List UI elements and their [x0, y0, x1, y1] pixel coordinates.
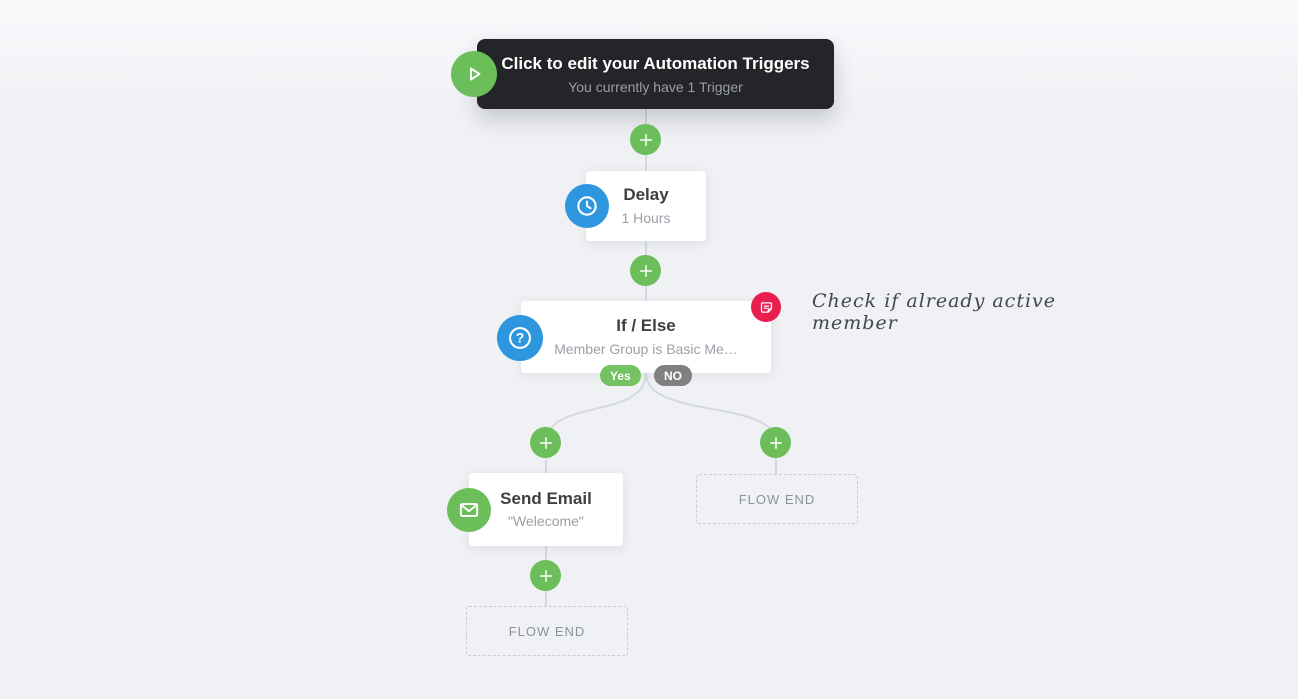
plus-icon — [769, 436, 782, 449]
clock-icon — [565, 184, 609, 228]
note-icon — [760, 301, 772, 313]
delay-node[interactable]: Delay 1 Hours — [586, 171, 706, 241]
flow-end-right-label: FLOW END — [738, 491, 816, 507]
trigger-banner[interactable]: Click to edit your Automation Triggers Y… — [477, 39, 834, 109]
question-icon: ? — [497, 315, 543, 361]
flow-end-right: FLOW END — [696, 474, 858, 524]
add-step-after-trigger-button[interactable] — [630, 124, 661, 155]
send-email-node[interactable]: Send Email "Welecome" — [469, 473, 623, 546]
plus-icon — [539, 436, 552, 449]
delay-subtitle: 1 Hours — [621, 209, 671, 226]
svg-text:?: ? — [516, 330, 525, 346]
flow-end-bottom: FLOW END — [466, 606, 628, 656]
yes-branch-badge: Yes — [600, 365, 641, 386]
annotation-note: Check if already active member — [812, 290, 1057, 334]
plus-icon — [639, 133, 652, 146]
send-email-title: Send Email — [500, 488, 592, 508]
plus-icon — [639, 264, 652, 277]
add-step-after-email-button[interactable] — [530, 560, 561, 591]
delay-title: Delay — [623, 185, 669, 205]
plus-icon — [539, 569, 552, 582]
no-branch-badge: NO — [654, 365, 692, 386]
if-else-subtitle: Member Group is Basic Me… — [554, 340, 738, 357]
flow-end-bottom-label: FLOW END — [508, 623, 586, 639]
if-else-node[interactable]: If / Else Member Group is Basic Me… — [521, 301, 771, 373]
add-step-no-branch-button[interactable] — [760, 427, 791, 458]
add-step-yes-branch-button[interactable] — [530, 427, 561, 458]
send-email-subtitle: "Welecome" — [508, 513, 584, 530]
trigger-subtitle: You currently have 1 Trigger — [568, 78, 743, 95]
add-step-after-delay-button[interactable] — [630, 255, 661, 286]
play-icon — [451, 51, 497, 97]
trigger-title: Click to edit your Automation Triggers — [501, 53, 810, 73]
email-icon — [447, 488, 491, 532]
note-button[interactable] — [751, 292, 781, 322]
if-else-title: If / Else — [616, 316, 676, 336]
